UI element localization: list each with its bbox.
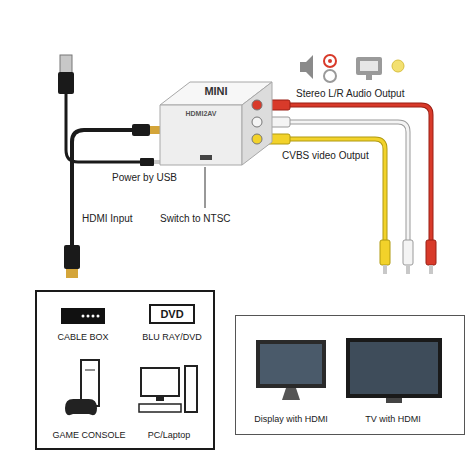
red-cable bbox=[290, 105, 431, 240]
usb-plug bbox=[58, 72, 74, 94]
converter-box: MINI HDMI2AV bbox=[150, 80, 280, 170]
red-cable-edge bbox=[290, 105, 431, 240]
box-side bbox=[242, 82, 272, 165]
cable-box-icon bbox=[61, 308, 105, 324]
hdmi-plug-tip bbox=[150, 126, 160, 134]
callout-label: CVBS video Output bbox=[282, 150, 369, 162]
ntsc-switch bbox=[200, 155, 212, 160]
cable-box-dot bbox=[82, 315, 85, 318]
pc-monitor-icon bbox=[141, 368, 179, 396]
monitor-icon bbox=[356, 57, 382, 75]
callout-label: Power by USB bbox=[112, 172, 177, 184]
mini-usb-tip bbox=[154, 160, 160, 164]
callout-label: Stereo L/R Audio Output bbox=[296, 88, 404, 100]
pc-stand bbox=[156, 396, 164, 401]
usb-plug-metal bbox=[60, 55, 72, 73]
rca-tip bbox=[429, 265, 433, 274]
video-jack-icon bbox=[392, 60, 404, 72]
monitor-screen bbox=[360, 61, 378, 71]
callout-label: HDMI Input bbox=[82, 213, 133, 225]
pc-tower-icon bbox=[185, 366, 197, 412]
hdmi-plug-tip bbox=[66, 269, 78, 278]
white-cable bbox=[290, 122, 408, 240]
white-jack-icon bbox=[324, 70, 336, 82]
tv-screen bbox=[350, 342, 438, 394]
logo-text: DVD bbox=[160, 308, 183, 321]
device-label: Display with HDMI bbox=[254, 414, 328, 424]
keyboard-icon bbox=[139, 404, 181, 412]
tv-icon bbox=[346, 338, 442, 398]
display-panel: Display with HDMI TV with HDMI bbox=[235, 315, 465, 435]
source-panel: CABLE BOX BLU RAY/DVD GAME CONSOLE PC/Lapto… bbox=[35, 290, 215, 450]
rca-tip bbox=[383, 265, 387, 274]
leader-line bbox=[205, 167, 206, 208]
cable-box-dot bbox=[97, 315, 100, 318]
rca-tip bbox=[406, 265, 410, 274]
device-label: GAME CONSOLE bbox=[52, 430, 125, 440]
box-front bbox=[160, 105, 242, 165]
monitor-icon bbox=[256, 340, 326, 388]
speaker-icon bbox=[300, 55, 313, 79]
device-label: TV with HDMI bbox=[365, 414, 421, 424]
device-label: CABLE BOX bbox=[57, 332, 108, 342]
red-rca-plug bbox=[426, 240, 436, 265]
device-label: PC/Laptop bbox=[148, 430, 191, 440]
monitor-stand bbox=[282, 388, 300, 400]
callout-label: Switch to NTSC bbox=[160, 213, 231, 225]
white-cable-edge bbox=[290, 122, 408, 240]
hdmi-cable bbox=[72, 130, 132, 245]
device-model: HDMI2AV bbox=[186, 110, 217, 118]
cable-box-dot bbox=[87, 315, 90, 318]
device-brand: MINI bbox=[204, 85, 227, 98]
mini-usb-plug bbox=[140, 158, 154, 166]
monitor-stand bbox=[366, 75, 372, 80]
rca-jack bbox=[252, 117, 262, 127]
tv-stand bbox=[386, 398, 402, 403]
monitor-screen bbox=[260, 344, 322, 384]
red-jack-dot bbox=[328, 59, 332, 63]
rca-jack bbox=[252, 134, 262, 144]
hdmi-plug bbox=[64, 245, 80, 269]
dvd-logo: DVD bbox=[149, 304, 195, 324]
device-label: BLU RAY/DVD bbox=[142, 332, 201, 342]
yellow-rca-plug bbox=[380, 240, 390, 265]
cable-box-dot bbox=[92, 315, 95, 318]
controller-icon bbox=[65, 399, 97, 415]
rca-jack bbox=[252, 100, 262, 110]
hdmi-plug bbox=[132, 124, 150, 136]
white-rca-plug bbox=[403, 240, 413, 265]
red-jack-icon bbox=[324, 55, 336, 67]
console-slot bbox=[85, 370, 95, 371]
